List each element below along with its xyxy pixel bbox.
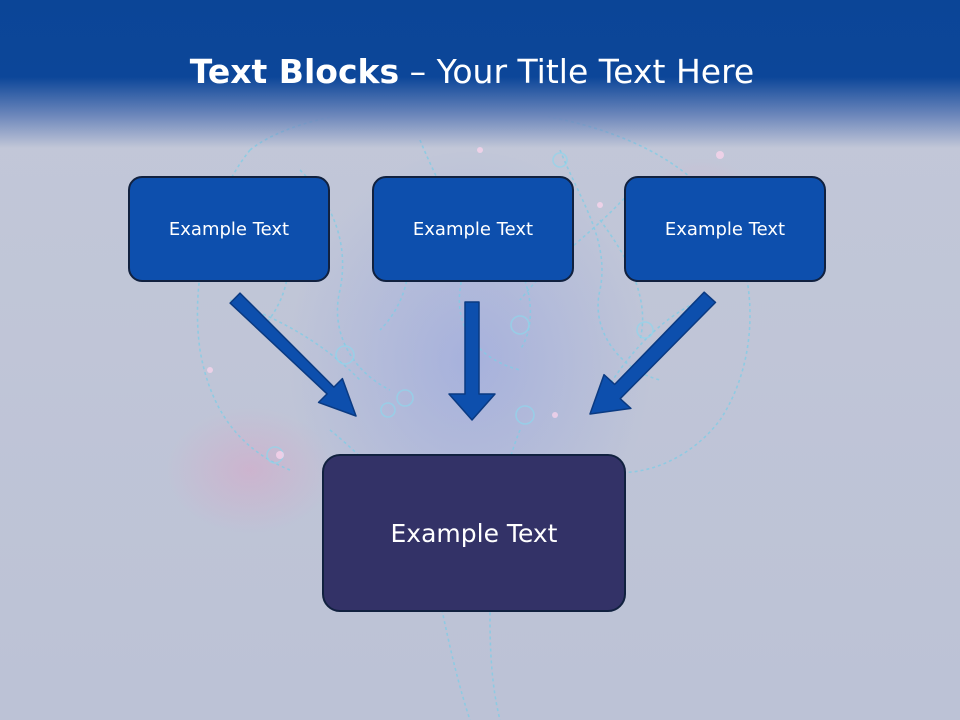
text-block-1-label: Example Text	[168, 218, 290, 240]
target-text-block: Example Text	[322, 454, 626, 612]
slide-title: Text Blocks – Your Title Text Here	[0, 52, 944, 91]
text-block-1: Example Text	[128, 176, 330, 282]
text-block-3: Example Text	[624, 176, 826, 282]
arrow-right	[589, 291, 717, 415]
text-block-3-label: Example Text	[664, 218, 786, 240]
target-text-block-label: Example Text	[390, 518, 558, 548]
title-rest: – Your Title Text Here	[409, 52, 755, 91]
title-bold: Text Blocks	[189, 52, 400, 91]
title-bar	[0, 0, 960, 148]
arrow-center	[448, 301, 496, 421]
text-block-2: Example Text	[372, 176, 574, 282]
arrow-left	[229, 292, 357, 417]
text-block-2-label: Example Text	[412, 218, 534, 240]
